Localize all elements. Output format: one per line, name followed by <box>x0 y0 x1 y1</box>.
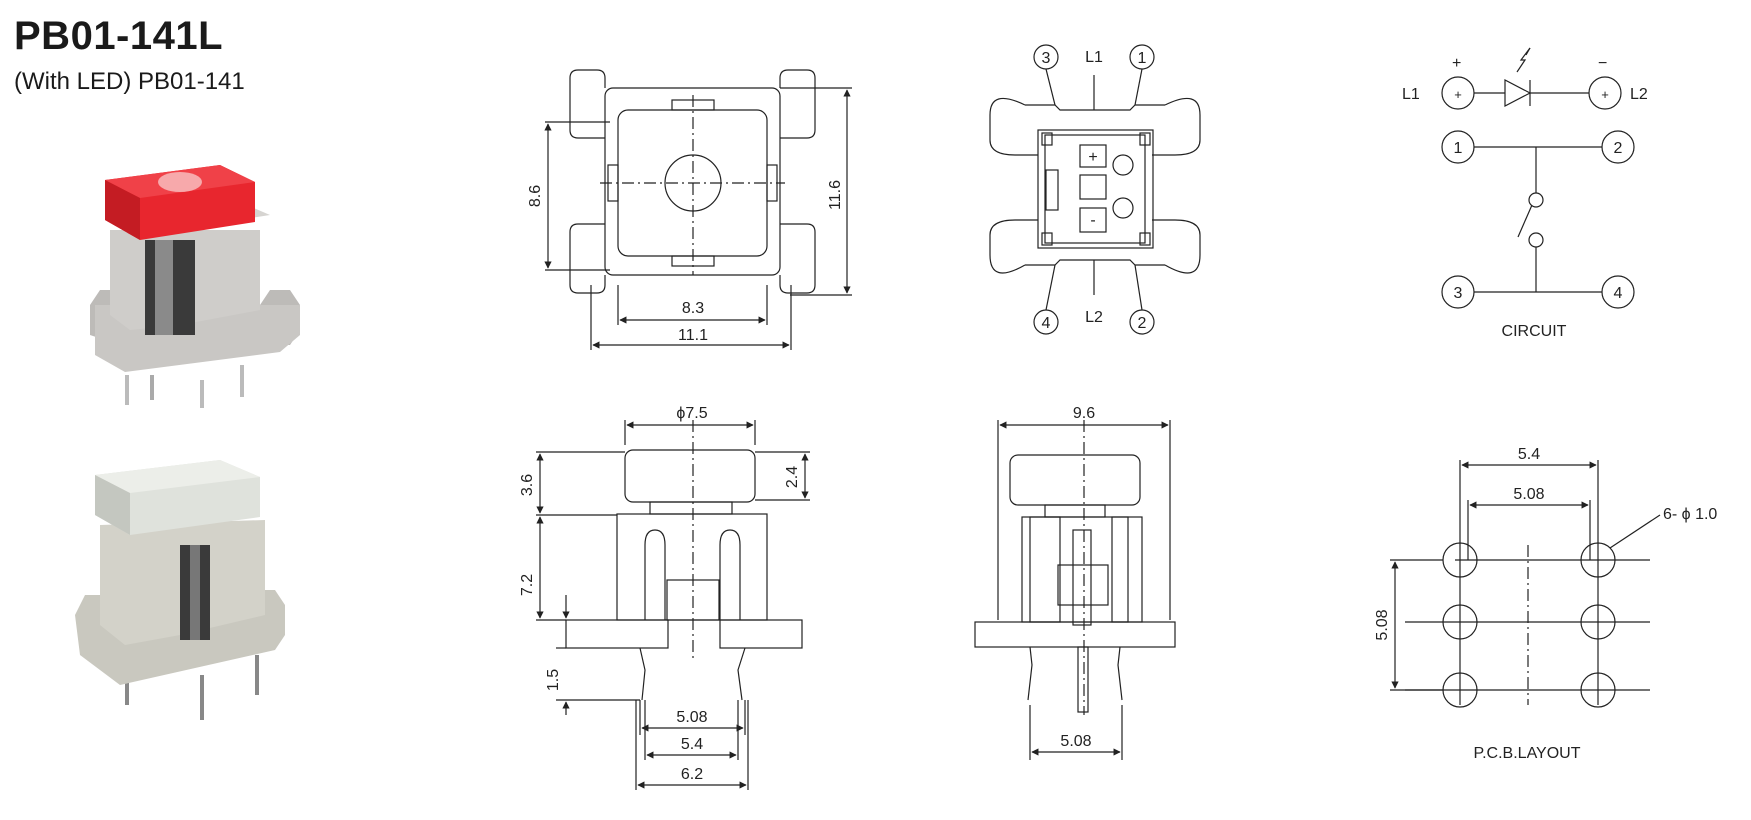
pcb-layout <box>1390 460 1661 708</box>
side-travel: 2.4 <box>784 466 801 488</box>
circuit-led-plus-l1: + <box>1454 87 1462 102</box>
side-body-h: 7.2 <box>519 574 536 596</box>
circuit-l2: L2 <box>1630 86 1648 103</box>
circuit-pin-1: 1 <box>1454 140 1463 157</box>
top-view <box>544 69 852 350</box>
pcb-caption: P.C.B.LAYOUT <box>1474 745 1581 762</box>
top-dim-h-outer: 11.6 <box>827 180 844 210</box>
circuit-led-plus-l2: + <box>1601 87 1609 102</box>
pcb-w-outer: 5.4 <box>1518 446 1540 463</box>
top-dim-h-inner: 8.6 <box>527 185 544 207</box>
top-dim-w-inner: 8.3 <box>682 300 704 317</box>
side-view <box>536 420 810 790</box>
led-minus: - <box>1090 212 1095 229</box>
circuit-pin-4: 4 <box>1614 285 1623 302</box>
front-width: 9.6 <box>1073 405 1095 422</box>
circuit-plus: + <box>1452 55 1461 72</box>
pcb-w-inner: 5.08 <box>1513 486 1544 503</box>
circuit-pin-2: 2 <box>1614 140 1623 157</box>
circuit-caption: CIRCUIT <box>1502 323 1567 340</box>
side-pitch-508: 5.08 <box>676 709 707 726</box>
led-label-l2: L2 <box>1085 309 1103 326</box>
red-switch-photo <box>90 165 300 408</box>
part-subtitle: (With LED) PB01-141 <box>14 68 245 95</box>
pin-label-1: 1 <box>1138 50 1147 67</box>
top-dim-w-outer: 11.1 <box>678 327 708 344</box>
side-pitch-62: 6.2 <box>681 766 703 783</box>
circuit-diagram <box>1441 47 1635 309</box>
pcb-h: 5.08 <box>1374 609 1391 640</box>
circuit-pin-3: 3 <box>1454 285 1463 302</box>
circuit-l1: L1 <box>1402 86 1420 103</box>
side-pitch-54: 5.4 <box>681 736 703 753</box>
side-pin-len: 1.5 <box>545 669 562 691</box>
led-label-l1: L1 <box>1085 49 1103 66</box>
pcb-holes: 6- ϕ 1.0 <box>1663 506 1717 523</box>
pin-label-4: 4 <box>1042 315 1051 332</box>
bottom-view <box>989 44 1201 335</box>
white-switch-photo <box>75 460 285 720</box>
front-view <box>974 420 1176 760</box>
pin-label-3: 3 <box>1042 50 1051 67</box>
part-number-title: PB01-141L <box>14 14 224 58</box>
side-cap-dia: ϕ7.5 <box>676 405 707 422</box>
led-plus: + <box>1088 149 1097 166</box>
pin-label-2: 2 <box>1138 315 1147 332</box>
front-pitch: 5.08 <box>1060 733 1091 750</box>
side-cap-h: 3.6 <box>519 474 536 496</box>
circuit-minus: − <box>1598 55 1607 72</box>
